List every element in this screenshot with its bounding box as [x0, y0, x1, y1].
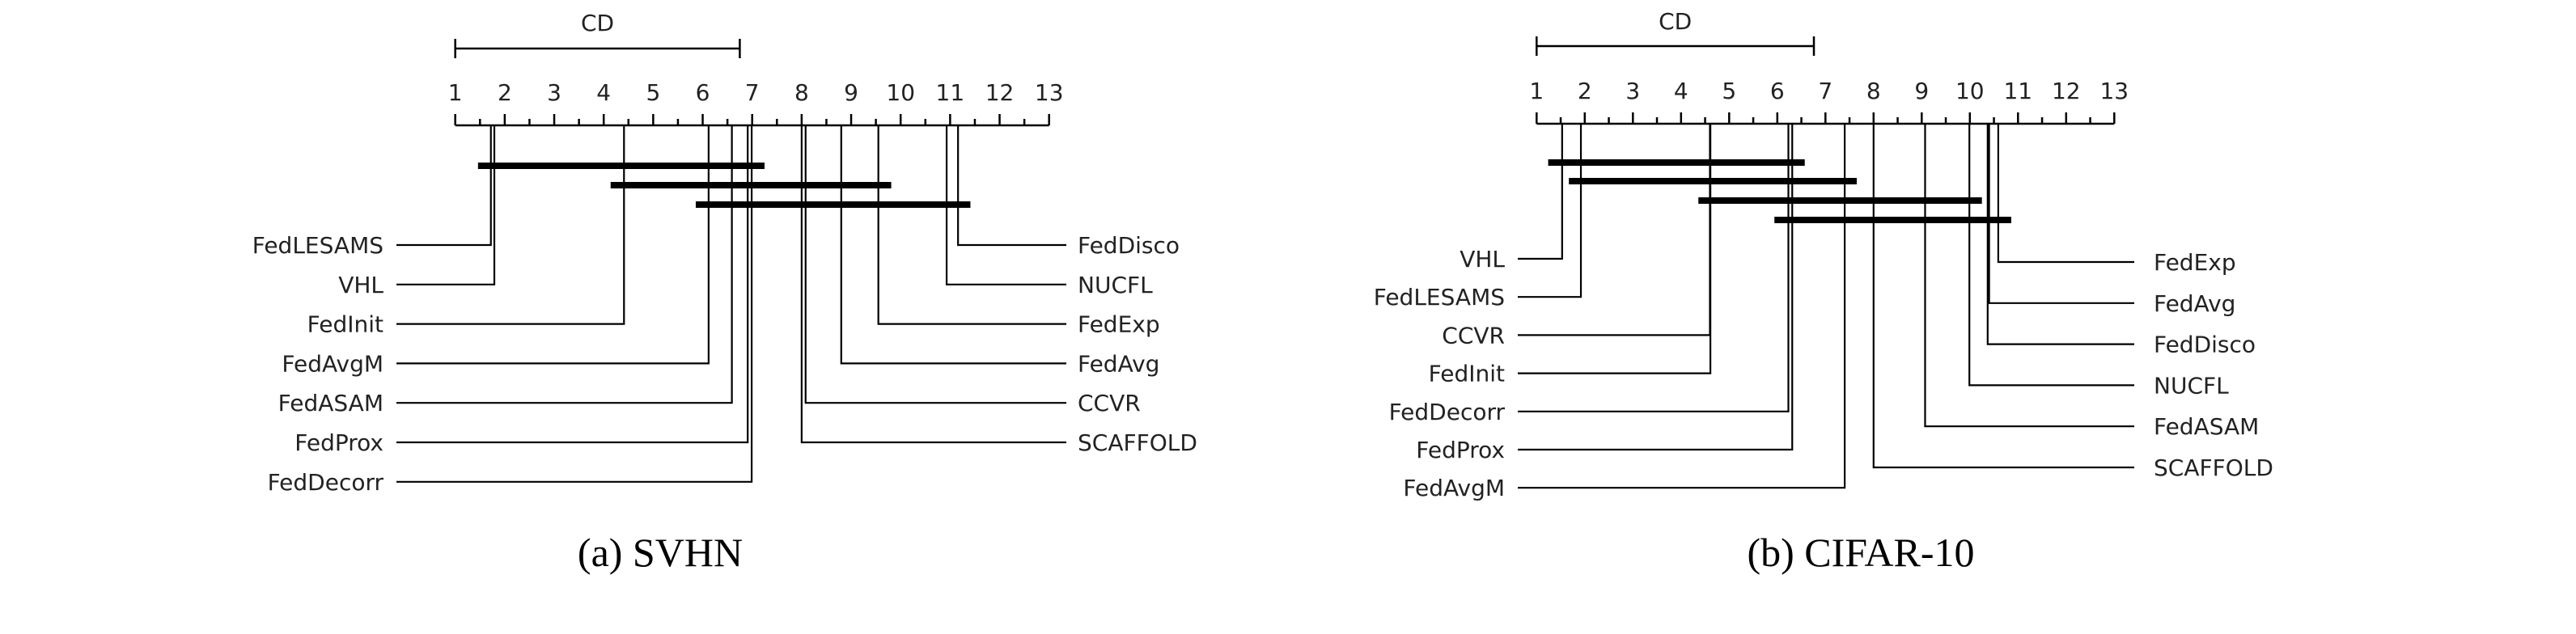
method-label: FedLESAMS [1374, 284, 1505, 311]
method-connector-right [877, 125, 1066, 325]
method-connector-left [396, 125, 625, 325]
method-label: FedInit [1429, 361, 1505, 387]
method-connector-left [1518, 124, 1794, 451]
cd-label: CD [1659, 8, 1692, 35]
caption-cifar10: (b) CIFAR-10 [1747, 530, 1974, 575]
axis-tick-label: 12 [2052, 78, 2081, 104]
axis-tick-label: 8 [1866, 78, 1881, 104]
method-connector-left [396, 125, 492, 247]
method-connector-right [1872, 124, 2134, 469]
method-connector-right [1986, 124, 2134, 345]
method-label: FedDisco [2154, 332, 2256, 358]
axis-tick-label: 13 [2099, 78, 2129, 104]
method-label: FedLESAMS [252, 232, 383, 259]
method-connector-left [396, 125, 749, 444]
method-label: FedASAM [2154, 413, 2259, 440]
method-connector-left [1518, 124, 1711, 336]
method-label: FedDecorr [1389, 399, 1506, 425]
axis-tick-label: 2 [1578, 78, 1592, 104]
axis-tick-label: 12 [985, 79, 1015, 106]
method-connector-left [1518, 124, 1563, 260]
axis-tick-label: 11 [936, 79, 965, 106]
method-connector-left [396, 125, 753, 483]
axis-tick-label: 13 [1035, 79, 1064, 106]
method-label: FedExp [2154, 249, 2236, 276]
method-label: FedAvgM [1403, 475, 1505, 501]
axis-tick-label: 9 [844, 79, 858, 106]
method-label: FedProx [1416, 437, 1505, 463]
method-connector-right [945, 125, 1066, 285]
method-label: FedInit [307, 311, 383, 338]
axis-tick-label: 8 [794, 79, 809, 106]
caption-svhn: (a) SVHN [578, 530, 743, 575]
method-connector-left [1518, 124, 1582, 298]
axis-tick-label: 3 [1625, 78, 1640, 104]
method-label: FedDecorr [268, 469, 384, 496]
method-connector-left [1518, 124, 1846, 489]
axis-tick-label: 4 [1674, 78, 1688, 104]
axis-tick-label: 9 [1914, 78, 1929, 104]
method-label: NUCFL [2154, 372, 2229, 399]
method-label: FedDisco [1078, 232, 1180, 259]
method-label: FedAvgM [282, 350, 383, 377]
method-label: FedProx [294, 429, 383, 456]
method-connector-left [1518, 124, 1712, 374]
axis-tick-label: 1 [1529, 78, 1544, 104]
method-connector-left [1518, 124, 1790, 412]
axis-tick-label: 4 [596, 79, 611, 106]
method-connector-left [396, 125, 496, 285]
method-connector-right [800, 125, 1066, 444]
axis-tick-label: 7 [1818, 78, 1832, 104]
method-connector-right [957, 125, 1066, 247]
axis-tick-label: 10 [1955, 78, 1985, 104]
method-label: CCVR [1442, 322, 1505, 349]
method-label: NUCFL [1078, 272, 1153, 298]
method-label: FedExp [1078, 311, 1160, 338]
method-connector-left [396, 125, 733, 404]
axis-tick-label: 11 [2003, 78, 2032, 104]
method-connector-right [1997, 124, 2134, 264]
method-label: FedAvg [2154, 290, 2235, 317]
method-label: VHL [338, 272, 383, 298]
method-connector-right [1968, 124, 2134, 387]
method-label: FedAvg [1078, 350, 1159, 377]
method-label: SCAFFOLD [2154, 454, 2273, 481]
method-label: SCAFFOLD [1078, 429, 1197, 456]
axis-tick-label: 5 [1722, 78, 1736, 104]
method-connector-right [804, 125, 1066, 404]
method-label: FedASAM [278, 390, 383, 416]
method-label: CCVR [1078, 390, 1141, 416]
axis-tick-label: 5 [646, 79, 660, 106]
cd-label: CD [581, 10, 614, 36]
axis-tick-label: 7 [745, 79, 760, 106]
method-connector-right [1924, 124, 2134, 428]
axis-tick-label: 1 [448, 79, 463, 106]
axis-tick-label: 6 [1770, 78, 1785, 104]
axis-tick-label: 3 [547, 79, 561, 106]
axis-tick-label: 2 [498, 79, 512, 106]
axis-tick-label: 10 [886, 79, 915, 106]
axis-tick-label: 6 [696, 79, 710, 106]
method-label: VHL [1460, 246, 1505, 273]
method-connector-right [1988, 124, 2134, 304]
